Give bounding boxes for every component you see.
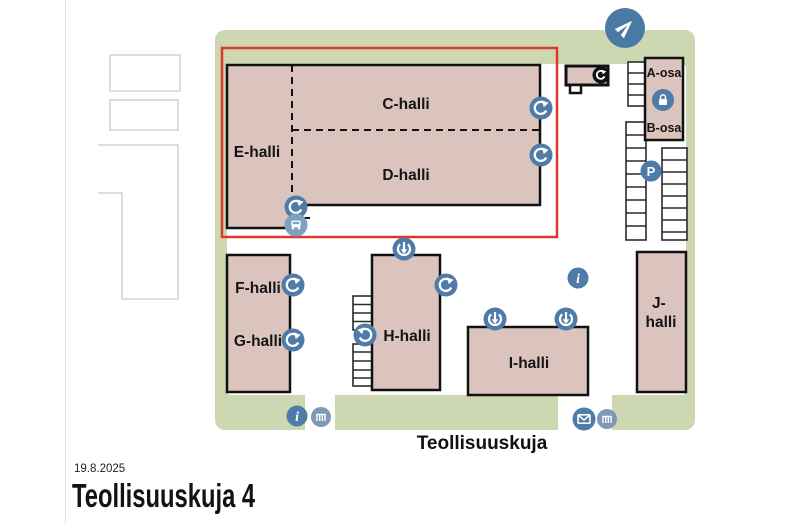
parking-icon[interactable]: P <box>640 160 662 182</box>
down-arrow-entrance-icon[interactable] <box>391 236 417 262</box>
info-icon[interactable] <box>567 267 589 289</box>
neighbor-building-outline <box>98 144 179 300</box>
envelope-icon[interactable] <box>571 406 597 432</box>
parking-row <box>625 121 647 241</box>
hall-label-h: H-halli <box>383 328 430 345</box>
neighbor-building-outline <box>109 99 179 131</box>
gate-icon[interactable] <box>596 408 618 430</box>
rotate-arrow-icon[interactable] <box>280 327 306 353</box>
parking-stalls <box>352 61 688 387</box>
parking-row <box>352 343 373 387</box>
highlight-outline <box>220 46 559 239</box>
rotate-arrow-icon[interactable] <box>528 95 554 121</box>
building-j-outline <box>635 250 688 394</box>
building-f-g: F-halli G-halli <box>225 253 292 394</box>
lock-body <box>659 99 667 105</box>
rotate-arrow-icon[interactable] <box>528 142 554 168</box>
down-arrow-entrance-icon[interactable] <box>553 306 579 332</box>
parking-icon-circle <box>640 160 662 182</box>
parking-icon-letter: P <box>647 164 656 179</box>
neighbor-building-outlines <box>98 54 181 300</box>
hall-label-j: J- halli <box>645 295 676 331</box>
building-i-outline <box>466 325 590 397</box>
hall-label-g: G-halli <box>234 333 282 350</box>
lock-icon[interactable] <box>652 89 674 111</box>
rotate-arrow-icon[interactable] <box>352 322 378 348</box>
navigation-arrow-circle <box>605 8 645 48</box>
down-arrow-entrance-icon[interactable] <box>482 306 508 332</box>
paper-plane-icon <box>614 20 633 39</box>
navigation-arrow-icon[interactable] <box>605 8 645 48</box>
building-h-outline <box>370 253 442 392</box>
date-label: 19.8.2025 <box>74 463 126 475</box>
loading-station-icon <box>564 64 610 95</box>
rotate-arrow-icon[interactable] <box>280 272 306 298</box>
lock-shackle <box>659 94 667 99</box>
hall-label-f: F-halli <box>235 280 281 297</box>
building-i: I-halli <box>466 325 590 397</box>
turn-arrow-icon <box>592 66 610 84</box>
hall-label-c: C-halli <box>382 96 429 113</box>
hall-label-e: E-halli <box>234 144 281 161</box>
rotate-arrow-icon[interactable] <box>433 272 459 298</box>
loading-station-post <box>568 83 583 95</box>
page-title: Teollisuuskuja 4 <box>72 477 256 514</box>
building-h: H-halli <box>370 253 442 392</box>
neighbor-building-outline <box>109 54 181 92</box>
page-edge-divider <box>65 0 66 524</box>
info-icon[interactable] <box>286 405 308 427</box>
street-label: Teollisuuskuja <box>416 433 548 454</box>
gate-icon[interactable] <box>310 406 332 428</box>
building-j: J- halli <box>635 250 688 394</box>
building-f-g-outline <box>225 253 292 394</box>
parking-row <box>661 147 688 241</box>
hall-label-a-osa: A-osa <box>647 66 683 80</box>
hall-label-d: D-halli <box>382 167 429 184</box>
hall-label-b-osa: B-osa <box>647 121 683 135</box>
truck-icon[interactable] <box>284 213 308 237</box>
hall-label-i: I-halli <box>509 355 549 372</box>
building-c-d-e: C-halli D-halli E-halli <box>225 63 542 230</box>
